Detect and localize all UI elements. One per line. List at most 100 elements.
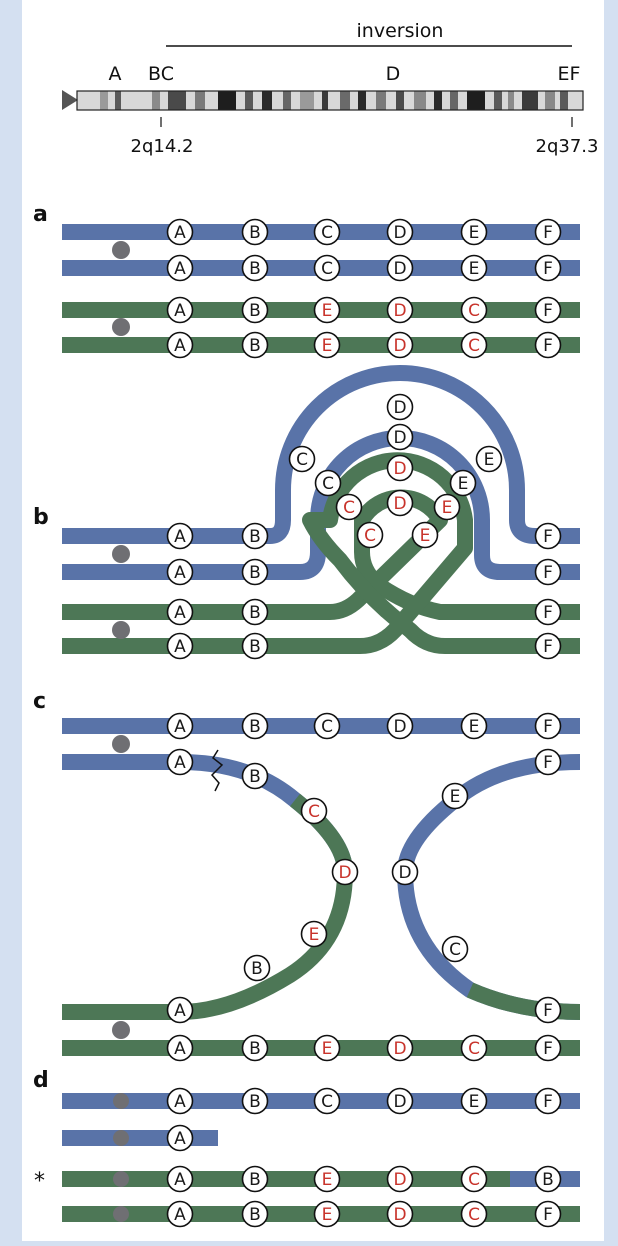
centromere-dot (113, 1130, 129, 1146)
locus-marker-circle (166, 748, 194, 776)
locus-marker-b: B (241, 1034, 269, 1062)
locus-marker-f: F (534, 1087, 562, 1115)
locus-marker-b: B (534, 1165, 562, 1193)
locus-marker-label: F (543, 336, 553, 356)
locus-marker-label: D (393, 494, 406, 514)
locus-marker-label: C (468, 1170, 480, 1190)
locus-marker-label: F (543, 1205, 553, 1225)
locus-marker-label: C (308, 802, 320, 822)
region-label-bc: BC (148, 63, 174, 85)
locus-marker-c: C (356, 521, 384, 549)
locus-marker-b: B (241, 331, 269, 359)
locus-marker-label: B (249, 259, 261, 279)
panel-label-a: a (33, 202, 48, 227)
locus-marker-c: C (441, 935, 469, 963)
locus-marker-label: D (393, 223, 406, 243)
locus-marker-label: D (393, 1170, 406, 1190)
break-mark (210, 749, 224, 792)
locus-marker-circle (534, 522, 562, 550)
locus-marker-label: A (174, 336, 186, 356)
locus-marker-label: F (543, 259, 553, 279)
locus-marker-circle (241, 254, 269, 282)
locus-marker-circle (166, 632, 194, 660)
locus-marker-label: C (296, 450, 308, 470)
locus-marker-e: E (433, 493, 461, 521)
locus-marker-e: E (441, 782, 469, 810)
locus-marker-label: A (174, 1001, 186, 1021)
locus-marker-label: F (543, 1039, 553, 1059)
locus-marker-a: A (166, 331, 194, 359)
locus-marker-c: C (335, 493, 363, 521)
locus-marker-c: C (300, 797, 328, 825)
locus-marker-d: D (386, 423, 414, 451)
locus-marker-d: D (386, 218, 414, 246)
locus-marker-a: A (166, 1165, 194, 1193)
locus-marker-label: B (249, 1205, 261, 1225)
locus-marker-a: A (166, 522, 194, 550)
locus-marker-circle (534, 1200, 562, 1228)
locus-marker-circle (300, 797, 328, 825)
locus-marker-circle (534, 598, 562, 626)
locus-marker-circle (386, 254, 414, 282)
locus-marker-label: D (393, 717, 406, 737)
region-label-ef: EF (558, 63, 581, 85)
centromeres (112, 241, 130, 1222)
locus-marker-b: B (241, 254, 269, 282)
ideogram-band (508, 91, 514, 110)
locus-marker-label: F (543, 753, 553, 773)
locus-marker-circle (166, 296, 194, 324)
locus-marker-circle (166, 598, 194, 626)
locus-marker-circle (166, 218, 194, 246)
ideogram-band (376, 91, 386, 110)
locus-marker-a: A (166, 218, 194, 246)
locus-marker-f: F (534, 1034, 562, 1062)
locus-marker-a: A (166, 712, 194, 740)
chromosome-ideogram: inversion A BC D EF 2q14.2 2q37.3 (62, 20, 598, 157)
locus-marker-circle (386, 1087, 414, 1115)
locus-marker-label: B (249, 603, 261, 623)
locus-marker-d: D (386, 331, 414, 359)
locus-marker-label: C (468, 301, 480, 321)
locus-marker-circle (386, 712, 414, 740)
locus-marker-label: B (249, 767, 261, 787)
centromere-dot (112, 621, 130, 639)
locus-marker-circle (534, 632, 562, 660)
locus-marker-label: C (468, 336, 480, 356)
inversion-label: inversion (357, 20, 444, 42)
locus-marker-a: A (166, 1034, 194, 1062)
ideogram-band (245, 91, 253, 110)
ideogram-band (522, 91, 538, 110)
locus-marker-e: E (313, 1165, 341, 1193)
ideogram-band (340, 91, 350, 110)
locus-marker-d: D (391, 858, 419, 886)
locus-marker-circle (411, 521, 439, 549)
locus-marker-circle (460, 1200, 488, 1228)
locus-marker-label: A (174, 753, 186, 773)
locus-marker-circle (534, 296, 562, 324)
locus-marker-f: F (534, 996, 562, 1024)
locus-marker-label: E (469, 223, 480, 243)
ideogram-band (494, 91, 502, 110)
locus-marker-circle (241, 762, 269, 790)
locus-marker-circle (534, 748, 562, 776)
locus-marker-f: F (534, 254, 562, 282)
locus-marker-label: F (543, 1092, 553, 1112)
locus-marker-label: E (322, 301, 333, 321)
locus-marker-d: D (386, 1200, 414, 1228)
green-arc-left (62, 793, 353, 1020)
ideogram-band (396, 91, 404, 110)
locus-marker-circle (313, 331, 341, 359)
ideogram-band (560, 91, 568, 110)
locus-marker-circle (534, 558, 562, 586)
locus-marker-d: D (331, 858, 359, 886)
locus-marker-circle (534, 712, 562, 740)
locus-marker-label: D (393, 1092, 406, 1112)
locus-marker-e: E (460, 218, 488, 246)
locus-marker-e: E (313, 331, 341, 359)
locus-marker-a: A (166, 996, 194, 1024)
locus-marker-label: A (174, 223, 186, 243)
locus-marker-circle (313, 1034, 341, 1062)
ideogram-bands (77, 91, 583, 110)
locus-marker-label: E (450, 787, 461, 807)
